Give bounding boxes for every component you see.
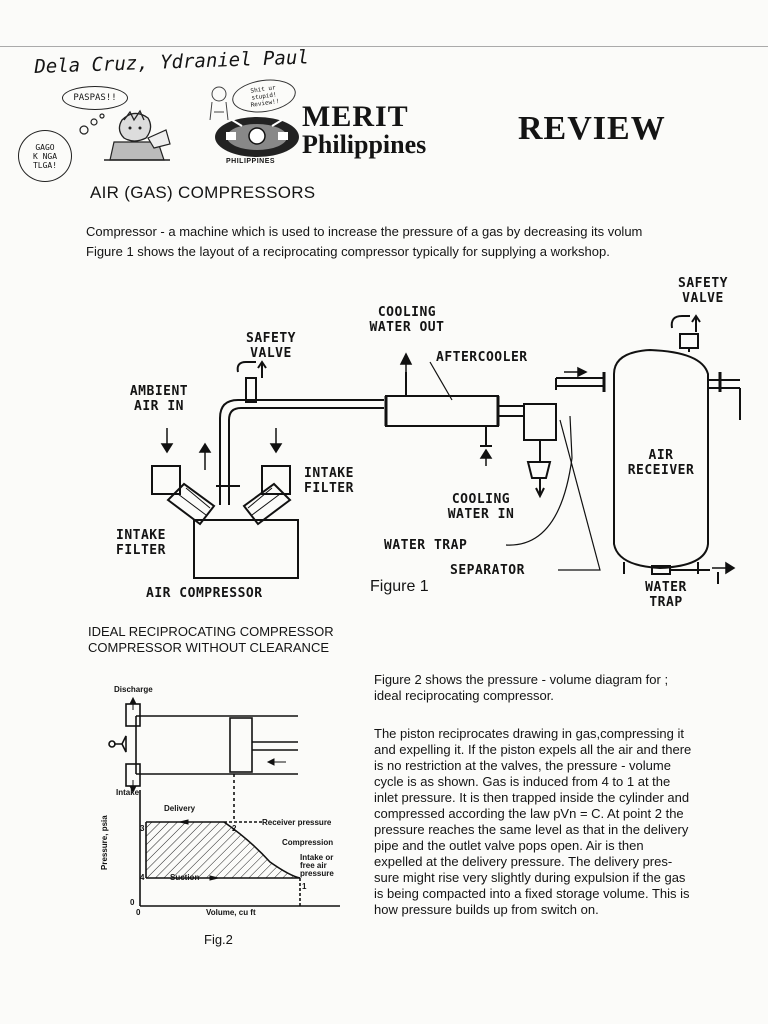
bubble-gago-line1: GAGO: [35, 142, 55, 152]
label-air-receiver-2: RECEIVER: [627, 463, 695, 478]
label-intake-filter-left-2: FILTER: [116, 543, 166, 558]
fig2-label-receiver-pressure: Receiver pressure: [262, 818, 332, 827]
paragraph-2-line-12: how pressure builds up from switch on.: [374, 902, 599, 917]
figure-1-svg: [151, 314, 741, 584]
label-safety-valve-right: SAFETY VALVE: [668, 276, 738, 306]
fig2-origin-y: 0: [130, 898, 135, 907]
paragraph-2-line-1: The piston reciprocates drawing in gas,c…: [374, 726, 684, 741]
label-water-trap-right-1: WATER: [645, 580, 687, 595]
fig2-label-x-axis: Volume, cu ft: [206, 908, 256, 917]
label-intake-filter-right-2: FILTER: [304, 481, 354, 496]
bubble-paspas-text: PASPAS!!: [73, 93, 117, 103]
paragraph-2-line-7: pressure reaches the same level as that …: [374, 822, 689, 837]
label-ambient-air-in: AMBIENT AIR IN: [116, 384, 202, 414]
paragraph-2-line-4: cycle is as shown. Gas is induced from 4…: [374, 774, 671, 789]
subheading-line-2: COMPRESSOR WITHOUT CLEARANCE: [88, 640, 330, 655]
label-cooling-water-in: COOLING WATER IN: [436, 492, 526, 522]
label-air-compressor: AIR COMPRESSOR: [146, 586, 263, 601]
figure-1-diagram: [151, 314, 741, 584]
label-intake-filter-right: INTAKE FILTER: [304, 466, 354, 496]
fig2-origin-x: 0: [136, 908, 141, 917]
speech-bubble-paspas: PASPAS!!: [62, 86, 128, 110]
paragraph-2: The piston reciprocates drawing in gas,c…: [374, 726, 766, 918]
fig2-label-intake-free-1: Intake or: [300, 853, 334, 862]
figure-2-diagram: [90, 680, 350, 920]
brand-philippines: Philippines: [302, 130, 427, 159]
section-title: AIR (GAS) COMPRESSORS: [90, 183, 316, 202]
speech-bubble-gago: GAGO K NGA TLGA!: [18, 130, 72, 182]
figure-2-svg: [108, 696, 340, 907]
cartoon-doodle-icon: [79, 109, 171, 161]
brand-merit: MERIT: [302, 100, 409, 133]
figure-1-caption: Figure 1: [370, 578, 429, 595]
intro-line-2: Figure 1 shows the layout of a reciproca…: [86, 244, 610, 259]
label-cooling-out-2: WATER OUT: [369, 320, 445, 335]
label-safety-valve-left: SAFETY VALVE: [228, 331, 314, 361]
bubble-gago-line3: TLGA!: [32, 160, 58, 170]
intro-line-1: Compressor - a machine which is used to …: [86, 224, 643, 239]
subheading-line-1: IDEAL RECIPROCATING COMPRESSOR: [88, 624, 334, 639]
label-intake-filter-left-1: INTAKE: [116, 528, 166, 543]
fig2-label-compression: Compression: [282, 838, 334, 847]
paragraph-2-line-2: and expelling it. If the piston expels a…: [374, 742, 692, 757]
merit-logo-icon: [215, 117, 299, 157]
small-doodle-icon: [209, 86, 229, 121]
fig2-label-intake-free-3: pressure: [300, 869, 334, 878]
fig2-label-suction: Suction: [170, 873, 200, 882]
label-safety-valve-right-1: SAFETY: [678, 276, 728, 291]
label-intake-filter-left: INTAKE FILTER: [116, 528, 166, 558]
header-rule: [0, 46, 768, 47]
fig2-point-3: 3: [140, 824, 145, 833]
fig2-label-intake-free: Intake or free air pressure: [300, 854, 334, 878]
fig2-label-intake-free-2: free air: [300, 861, 327, 870]
paragraph-2-line-5: inlet pressure. It is then trapped insid…: [374, 790, 690, 805]
review-title: REVIEW: [518, 110, 666, 147]
label-ambient-2: AIR IN: [134, 399, 184, 414]
bubble-gago-line2: K NGA: [32, 151, 58, 161]
label-intake-filter-right-1: INTAKE: [304, 466, 354, 481]
paragraph-2-line-6: compressed according the law pVn = C. At…: [374, 806, 684, 821]
fig2-label-discharge: Discharge: [114, 685, 153, 694]
label-air-receiver: AIR RECEIVER: [614, 448, 708, 478]
label-water-trap-mid: WATER TRAP: [384, 538, 468, 553]
paragraph-2-line-10: sure might rise very slightly during exp…: [374, 870, 686, 885]
paragraph-1: Figure 2 shows the pressure - volume dia…: [374, 672, 764, 704]
label-water-trap-right: WATER TRAP: [626, 580, 706, 610]
label-cooling-in-2: WATER IN: [447, 507, 515, 522]
label-safety-valve-right-2: VALVE: [682, 291, 724, 306]
label-cooling-water-out: COOLING WATER OUT: [352, 305, 462, 335]
paragraph-2-line-9: expelled at the delivery pressure. The d…: [374, 854, 673, 869]
fig2-point-4: 4: [140, 873, 145, 882]
label-cooling-in-1: COOLING: [451, 492, 511, 507]
fig2-label-y-axis: Pressure, psia: [100, 815, 109, 870]
figure-2-caption: Fig.2: [204, 932, 233, 947]
paragraph-1-line-1: Figure 2 shows the pressure - volume dia…: [374, 672, 669, 687]
fig2-label-delivery: Delivery: [164, 804, 196, 813]
fig2-point-2: 2: [232, 824, 237, 833]
logo-small-text: PHILIPPINES: [226, 158, 276, 165]
label-aftercooler: AFTERCOOLER: [436, 350, 528, 365]
label-water-trap-right-2: TRAP: [649, 595, 683, 610]
fig2-label-intake: Intake: [116, 788, 140, 797]
label-safety-valve-left-1: SAFETY: [246, 331, 296, 346]
label-ambient-1: AMBIENT: [129, 384, 189, 399]
paragraph-2-line-11: is being compacted into a fixed storage …: [374, 886, 690, 901]
paragraph-2-line-8: pipe and the outlet valve pops open. Air…: [374, 838, 644, 853]
label-separator: SEPARATOR: [450, 563, 525, 578]
label-safety-valve-left-2: VALVE: [250, 346, 292, 361]
label-air-receiver-1: AIR: [648, 448, 674, 463]
paragraph-1-line-2: ideal reciprocating compressor.: [374, 688, 554, 703]
label-cooling-out-1: COOLING: [377, 305, 437, 320]
fig2-point-1: 1: [302, 882, 307, 891]
paragraph-2-line-3: is no restriction at the valves, the pre…: [374, 758, 671, 773]
